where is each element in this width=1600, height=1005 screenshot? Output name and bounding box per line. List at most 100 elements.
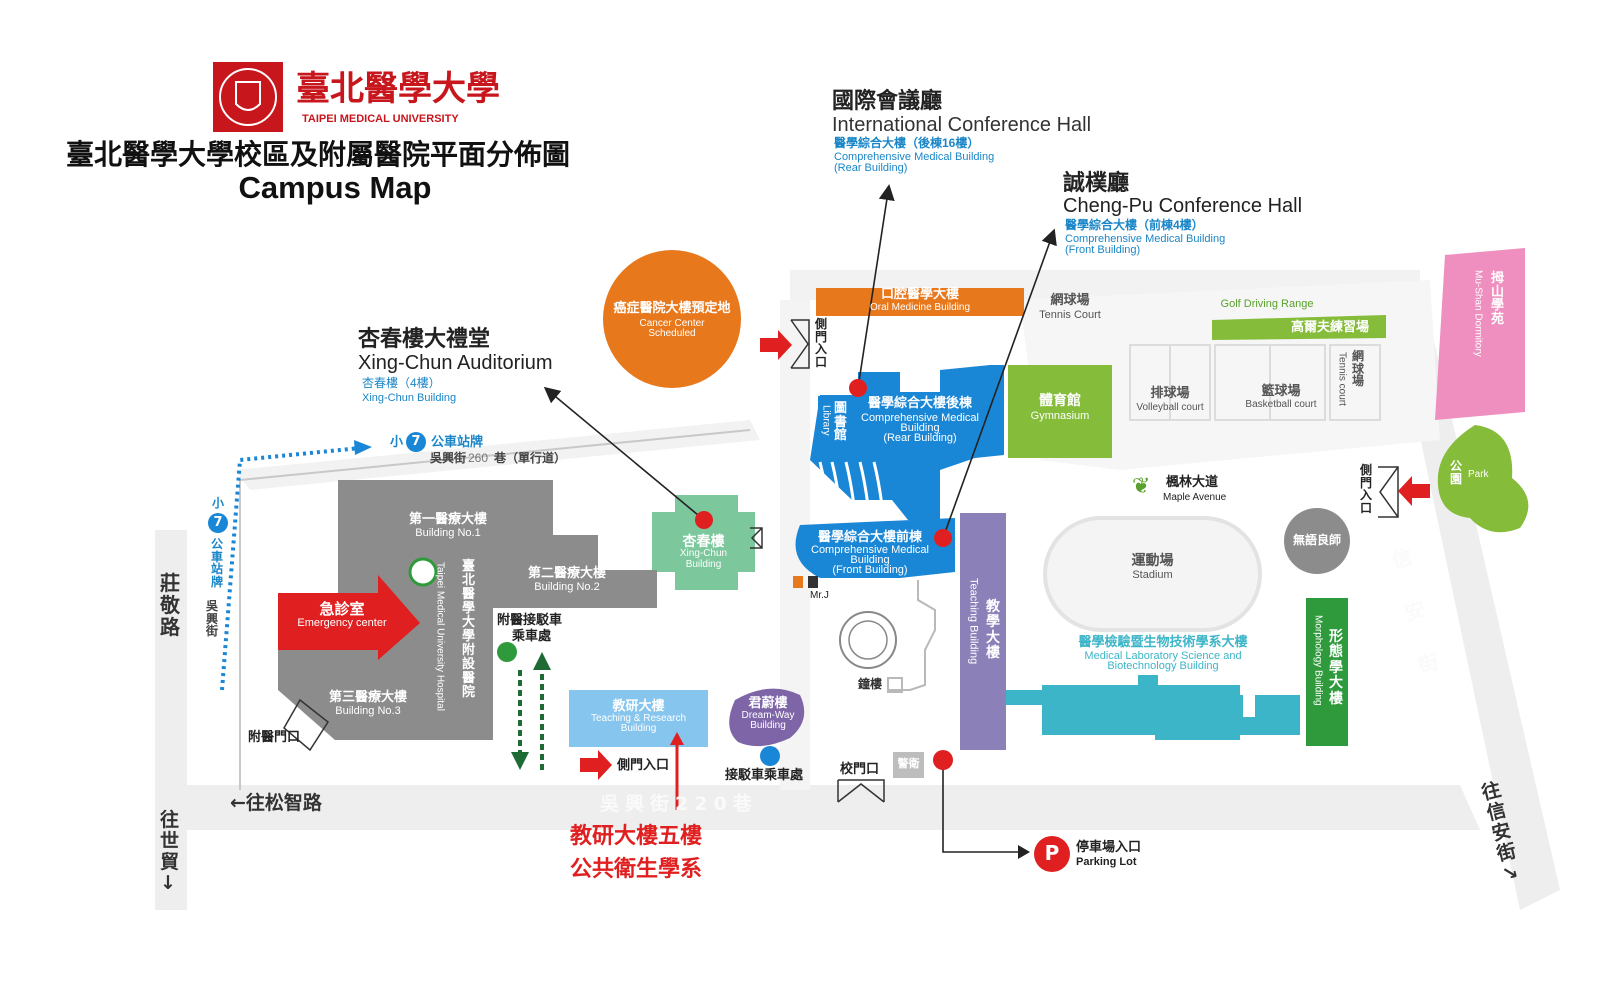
emergency-zh: 急診室: [319, 600, 365, 618]
medical-no2-en: Building No.2: [534, 581, 600, 593]
dreamway-en2: Building: [750, 720, 786, 731]
chengpu-hall-sub-zh: 醫學綜合大樓（前棟4樓）: [1065, 218, 1204, 232]
basketball-zh: 籃球場: [1261, 384, 1301, 399]
cancer-center-en2: Scheduled: [648, 328, 696, 339]
tennis-top-zh: 網球場: [1050, 293, 1090, 308]
xingchun-building-en2: Building: [685, 559, 722, 570]
parking-zh: 停車場入口: [1076, 840, 1142, 855]
gymnasium-zh: 體育館: [1039, 393, 1081, 409]
tennis-right-zh: 網球場: [1352, 349, 1365, 389]
front-building-en1: Comprehensive Medical: [811, 544, 929, 556]
logo-text-zh: 臺北醫學大學: [296, 69, 500, 109]
tennis-right-en: Tennis court: [1336, 352, 1348, 406]
biotech-en2: Biotechnology Building: [1107, 660, 1219, 672]
logo-text-en: TAIPEI MEDICAL UNIVERSITY: [302, 113, 459, 125]
medical-no2-zh: 第二醫療大樓: [527, 566, 606, 581]
wuyu-zh: 無語良師: [1292, 533, 1341, 547]
arrow-side-right: [1398, 476, 1430, 506]
morphology-shape: [1306, 598, 1348, 746]
maple-zh: 楓林大道: [1166, 475, 1219, 490]
chengpu-hall-sub-en1: Comprehensive Medical Building: [1065, 233, 1226, 245]
shuttle-hospital-2: 乘車處: [512, 629, 552, 644]
parking-icon: [1034, 836, 1070, 872]
public-health-line1: 教研大樓五樓: [569, 824, 702, 849]
gymnasium-shape: [1008, 365, 1112, 458]
page-title-zh: 臺北醫學大學校區及附屬醫院平面分佈圖: [66, 138, 571, 171]
emergency-arrow: [278, 575, 420, 660]
shuttle-hospital-1: 附醫接駁車: [497, 613, 563, 628]
biotech-en1: Medical Laboratory Science and: [1084, 650, 1242, 662]
maple-en: Maple Avenue: [1163, 492, 1227, 503]
medical-no1-zh: 第一醫療大樓: [408, 512, 487, 527]
stadium-en: Stadium: [1132, 569, 1173, 581]
side-gate-bottom: 側門入口: [617, 758, 670, 773]
bus-top-lane-suffix: 巷（單行道）: [494, 451, 567, 465]
road-to-shimao: 往世貿↓: [160, 809, 180, 894]
parking-symbol: P: [1044, 841, 1060, 865]
parking-en: Parking Lot: [1076, 856, 1137, 868]
rear-building-en2: Building: [900, 422, 940, 434]
bus-top-street: 吳興街: [430, 451, 467, 465]
shuttle-dreamway-dot: [760, 746, 780, 766]
road-to-songzhi: ←往松智路: [230, 792, 322, 814]
rear-building-en3: (Rear Building): [883, 432, 957, 444]
stadium-zh: 運動場: [1131, 553, 1174, 569]
golf-en: Golf Driving Range: [1220, 298, 1314, 310]
bus-left-num: 7: [208, 513, 228, 533]
intl-hall-sub-en2: (Rear Building): [834, 162, 908, 174]
teaching-building-shape: [960, 513, 1006, 750]
emergency-en: Emergency center: [297, 617, 387, 629]
golf-shape: [1212, 315, 1386, 340]
chengpu-hall-sub-en2: (Front Building): [1065, 244, 1141, 256]
medical-no3-en: Building No.3: [335, 705, 401, 717]
arrow-side-bottom: [580, 750, 612, 780]
library-en: Library: [820, 405, 832, 436]
bus-top-label: 公車站牌: [431, 435, 484, 450]
golf-zh: 高爾夫練習場: [1290, 320, 1369, 335]
dreamway-shape: [729, 688, 805, 747]
hospital-buildings-shape: [278, 480, 657, 740]
teaching-research-en2: Building: [620, 723, 657, 734]
arrow-side-top: [760, 330, 792, 360]
side-gate-right: 側門入口: [1360, 463, 1373, 515]
front-building-zh: 醫學綜合大樓前棟: [817, 530, 922, 545]
public-health-line2: 公共衛生學系: [569, 857, 702, 882]
dreamway-zh: 君蔚樓: [748, 696, 788, 711]
teaching-research-en1: Teaching & Research: [590, 713, 687, 724]
dormitory-en: Mu-Shan Dormitory: [1472, 270, 1484, 357]
medical-no3-zh: 第三醫療大樓: [328, 690, 407, 705]
oral-medicine-zh: 口腔醫學大樓: [880, 287, 959, 302]
xingchun-aud-en: Xing-Chun Auditorium: [358, 352, 553, 374]
medical-no1-en: Building No.1: [415, 527, 481, 539]
bus-left-street: 吳興街: [206, 599, 219, 639]
tennis-top-en: Tennis Court: [1039, 309, 1101, 321]
page-title-en: Campus Map: [238, 170, 432, 205]
guard-zh: 警衛: [897, 757, 920, 770]
morphology-en: Morphology Building: [1312, 615, 1324, 706]
teaching-building-zh: 教學大樓: [986, 599, 1000, 662]
basketball-en: Basketball court: [1245, 399, 1317, 410]
teaching-building-en: Teaching Building: [967, 578, 980, 665]
intl-hall-sub-en1: Comprehensive Medical Building: [834, 151, 995, 163]
park-zh: 公園: [1450, 459, 1463, 486]
library-zh: 圖書館: [834, 401, 848, 444]
bus-top-lane: 260: [468, 451, 489, 465]
dreamway-en1: Dream-Way: [741, 710, 795, 721]
hospital-emblem: [408, 557, 438, 587]
oral-medicine-en: Oral Medicine Building: [869, 302, 971, 313]
morphology-zh: 形態學大樓: [1329, 629, 1343, 707]
hospital-gate: 附醫門口: [248, 730, 301, 745]
rear-building-shape: [810, 365, 1004, 520]
biotech-shape: [1006, 675, 1300, 740]
logo-shield: [213, 62, 283, 132]
xingchun-shape: [652, 495, 755, 590]
xingchun-building-en1: Xing-Chun: [679, 548, 728, 559]
park-shape: [1437, 425, 1529, 533]
mrj-label: Mr.J: [810, 590, 829, 601]
front-building-en3: (Front Building): [832, 564, 908, 576]
shuttle-dreamway: 接駁車乘車處: [725, 768, 804, 783]
side-gate-top: 側門入口: [815, 317, 828, 369]
cancer-center-zh: 癌症醫院大樓預定地: [613, 301, 731, 316]
intl-hall-en: International Conference Hall: [832, 114, 1092, 136]
